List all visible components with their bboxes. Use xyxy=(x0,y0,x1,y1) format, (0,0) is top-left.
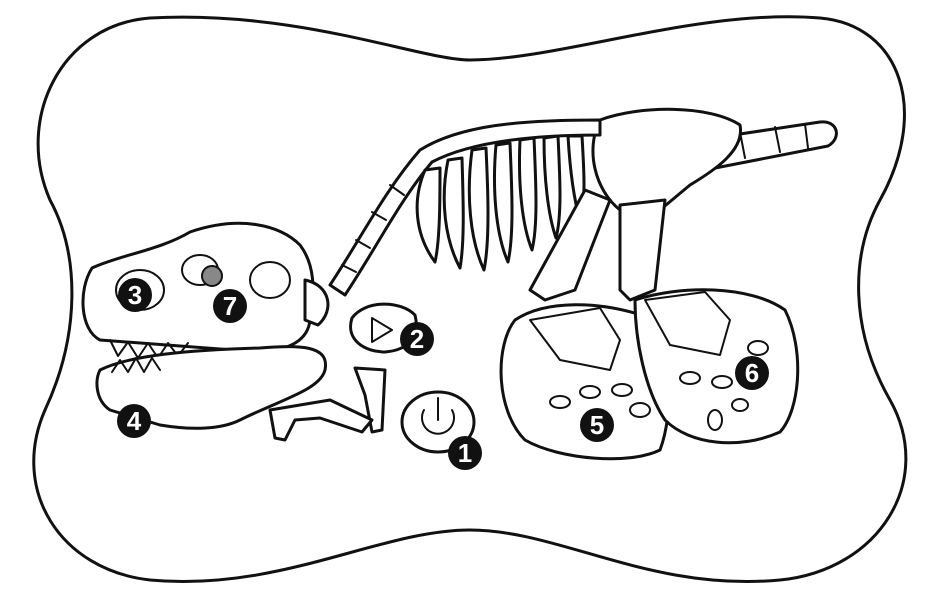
callout-7: 7 xyxy=(213,289,247,323)
callout-4: 4 xyxy=(117,404,151,438)
eye-light xyxy=(202,266,222,286)
callout-5: 5 xyxy=(580,408,614,442)
callout-3: 3 xyxy=(118,278,152,312)
callout-2: 2 xyxy=(400,322,434,356)
callout-1: 1 xyxy=(448,436,482,470)
callout-6: 6 xyxy=(735,356,769,390)
